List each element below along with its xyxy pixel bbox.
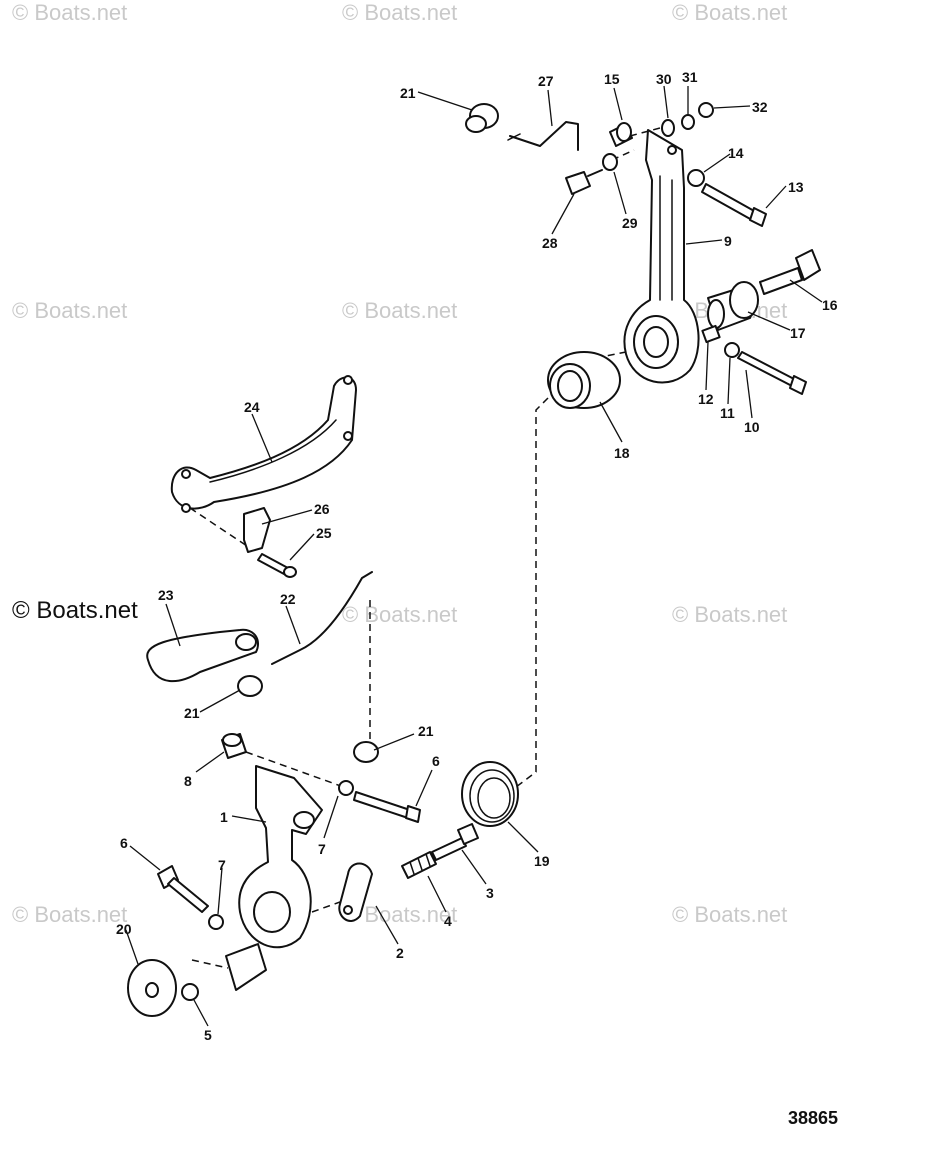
- callout-4: 4: [444, 913, 452, 929]
- swivel-21-top: [465, 103, 499, 133]
- callout-labels: 21 27 15 30 31 32 14 13 28 29 9 16 17 12…: [116, 69, 838, 1043]
- nut-7-upper: [338, 780, 354, 796]
- bracket-26: [243, 507, 271, 553]
- callout-5: 5: [204, 1027, 212, 1043]
- lever-9: [623, 129, 700, 384]
- watermark-text: © Boats.net: [12, 902, 127, 927]
- nut-5: [181, 983, 199, 1001]
- dashed-line-8-nut: [245, 751, 353, 791]
- bolt-10: [737, 351, 807, 395]
- callout-10: 10: [744, 419, 760, 435]
- bushing-17: [707, 281, 759, 331]
- spacer-12: [701, 324, 721, 344]
- callout-31: 31: [682, 69, 698, 85]
- callout-14: 14: [728, 145, 744, 161]
- washer-31: [681, 114, 695, 130]
- watermark-text: © Boats.net: [342, 602, 457, 627]
- link-rod-27: [509, 121, 579, 151]
- callout-27: 27: [538, 73, 554, 89]
- throttle-arm-23: [146, 628, 259, 683]
- callout-20: 20: [116, 921, 132, 937]
- callout-29: 29: [622, 215, 638, 231]
- callout-21: 21: [184, 705, 200, 721]
- bolt-3: [431, 823, 479, 861]
- watermark-text: © Boats.net: [12, 298, 127, 323]
- callout-30: 30: [656, 71, 672, 87]
- callout-25: 25: [316, 525, 332, 541]
- figure-number: 38865: [788, 1108, 838, 1128]
- dashed-line-18-19: [511, 397, 549, 791]
- nut-11: [724, 342, 740, 358]
- watermark-text: © Boats.net: [672, 0, 787, 25]
- callout-23: 23: [158, 587, 174, 603]
- callout-16: 16: [822, 297, 838, 313]
- callout-2: 2: [396, 945, 404, 961]
- spring-4: [401, 851, 437, 879]
- leader-lines: [125, 85, 823, 1027]
- callout-7: 7: [318, 841, 326, 857]
- lever-1: [225, 765, 323, 991]
- spacer-8: [221, 733, 247, 759]
- watermark-text: © Boats.net: [12, 597, 138, 624]
- spacer-15: [609, 122, 633, 147]
- callout-13: 13: [788, 179, 804, 195]
- bolt-16: [759, 249, 821, 295]
- dashed-line-20-1: [191, 959, 229, 969]
- watermark-text: © Boats.net: [12, 0, 127, 25]
- washer-30: [661, 119, 675, 137]
- link-24: [170, 375, 357, 513]
- screw-25: [257, 553, 297, 578]
- watermark-text: © Boats.net: [342, 298, 457, 323]
- callout-6: 6: [120, 835, 128, 851]
- callout-28: 28: [542, 235, 558, 251]
- callout-24: 24: [244, 399, 260, 415]
- callout-6: 6: [432, 753, 440, 769]
- callout-1: 1: [220, 809, 228, 825]
- watermark-text: © Boats.net: [672, 902, 787, 927]
- link-rod-22: [271, 571, 373, 665]
- callout-17: 17: [790, 325, 806, 341]
- callout-22: 22: [280, 591, 296, 607]
- washer-20: [127, 959, 177, 1017]
- dashed-line-24-26: [189, 507, 251, 549]
- nut-7-lower: [208, 914, 224, 930]
- callout-32: 32: [752, 99, 768, 115]
- bushing-18: [547, 351, 621, 409]
- nut-14: [687, 169, 705, 187]
- spacer-29: [602, 153, 618, 171]
- callout-11: 11: [720, 405, 735, 421]
- swivel-21-lower: [353, 741, 379, 763]
- dashed-line-1-2: [311, 901, 341, 913]
- bolt-6-upper: [353, 791, 421, 823]
- callout-3: 3: [486, 885, 494, 901]
- watermark-text: © Boats.net: [672, 602, 787, 627]
- swivel-21-middle: [237, 675, 263, 697]
- bolt-13: [701, 183, 767, 227]
- watermarks: © Boats.net © Boats.net © Boats.net © Bo…: [12, 0, 787, 927]
- callout-12: 12: [698, 391, 714, 407]
- bolt-6-lower: [157, 865, 209, 913]
- callout-15: 15: [604, 71, 620, 87]
- nut-32: [698, 102, 714, 118]
- callout-26: 26: [314, 501, 330, 517]
- callout-7: 7: [218, 857, 226, 873]
- callout-21: 21: [400, 85, 416, 101]
- dashed-line-15-9: [629, 127, 661, 137]
- pivot-28: [565, 169, 603, 195]
- callout-9: 9: [724, 233, 732, 249]
- cam-follower-2: [338, 862, 373, 922]
- spring-19: [461, 761, 519, 827]
- callout-8: 8: [184, 773, 192, 789]
- watermark-text: © Boats.net: [342, 0, 457, 25]
- callout-18: 18: [614, 445, 630, 461]
- callout-19: 19: [534, 853, 550, 869]
- callout-21: 21: [418, 723, 434, 739]
